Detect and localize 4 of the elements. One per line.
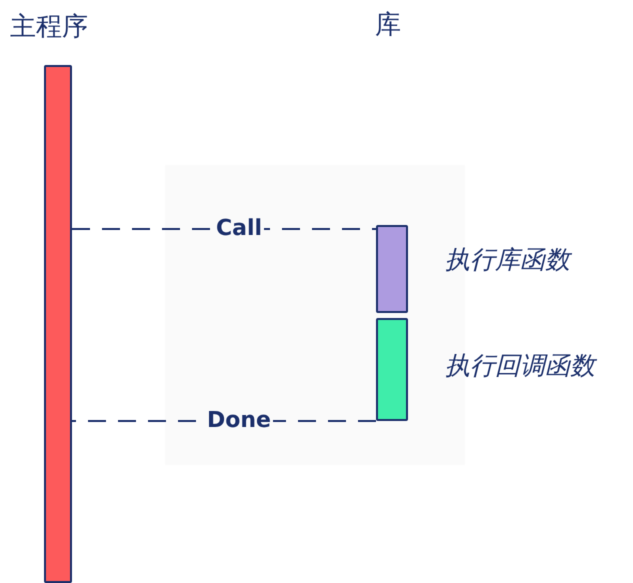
step-caption: 执行库函数 <box>445 245 570 275</box>
step-caption: 执行回调函数 <box>445 351 595 381</box>
lifeline-heading: 主程序 <box>10 12 88 42</box>
lifeline-heading: 库 <box>375 10 401 40</box>
